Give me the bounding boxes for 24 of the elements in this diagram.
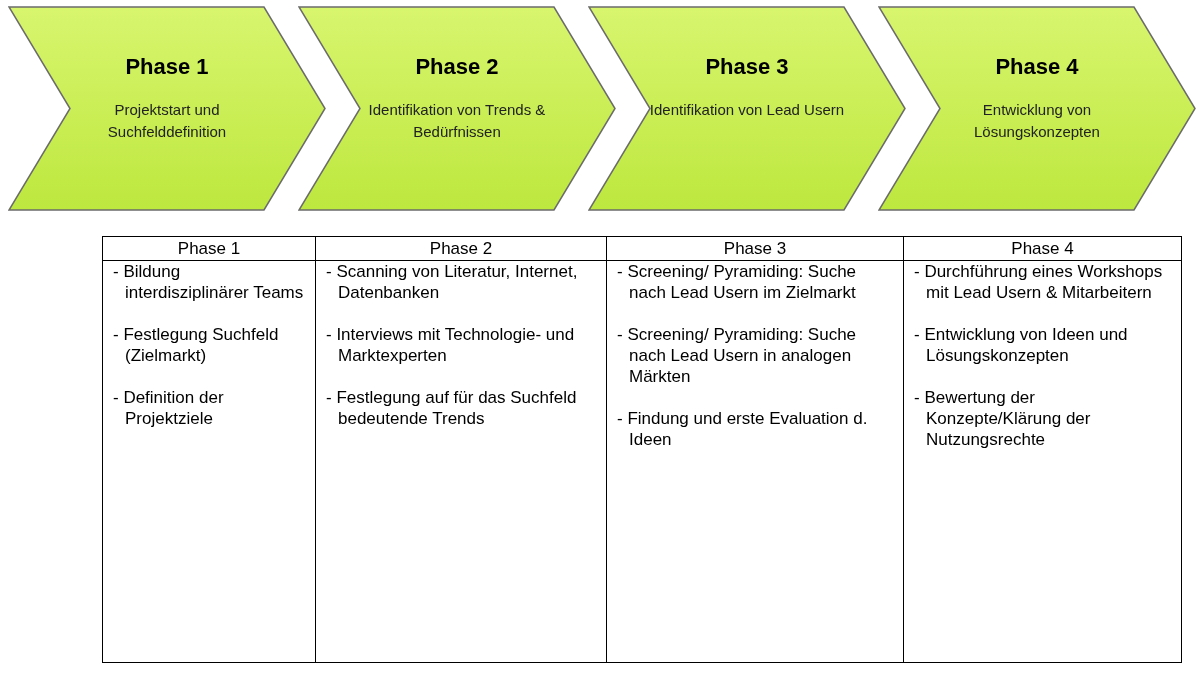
list-item: - Bewertung der Konzepte/Klärung der Nutzungsrechte <box>914 387 1092 450</box>
list-item: - Bildung interdisziplinärer Teams <box>113 261 305 303</box>
list-item: - Findung und erste Evaluation d. Ideen <box>617 408 869 450</box>
column-heading: Phase 4 <box>1011 238 1074 258</box>
phase-description: Entwicklung von Lösungskonzepten <box>973 100 1101 142</box>
list-item: - Screening/ Pyramiding: Suche nach Lead Usern im Zielmarkt <box>617 261 858 303</box>
list-item: - Durchführung eines Workshops mit Lead Usern & Mitarbeitern <box>914 261 1164 303</box>
phase-description: Identifikation von Trends & Bedürfnissen <box>367 100 547 142</box>
list-item: - Entwicklung von Ideen und Lösungskonzepten <box>914 324 1129 366</box>
phase-description: Identifikation von Lead Usern <box>649 100 845 120</box>
column-heading: Phase 3 <box>723 238 787 258</box>
phase-description: Projektstart und Suchfelddefinition <box>106 100 228 142</box>
list-item: - Screening/ Pyramiding: Suche nach Lead Usern in analogen Märkten <box>617 324 858 387</box>
list-item: - Definition der Projektziele <box>113 387 225 429</box>
phase-heading: Phase 3 <box>705 53 789 81</box>
list-item: - Festlegung Suchfeld (Zielmarkt) <box>113 324 280 366</box>
phase-heading: Phase 1 <box>125 53 209 81</box>
list-item: - Festlegung auf für das Suchfeld bedeutende Trends <box>326 387 578 429</box>
column-heading: Phase 2 <box>429 238 493 258</box>
list-item: - Interviews mit Technologie- und Marktexperten <box>326 324 576 366</box>
phase-heading: Phase 2 <box>415 53 499 81</box>
list-item: - Scanning von Literatur, Internet, Datenbanken <box>326 261 579 303</box>
column-heading: Phase 1 <box>177 238 241 258</box>
phase-heading: Phase 4 <box>995 53 1079 81</box>
